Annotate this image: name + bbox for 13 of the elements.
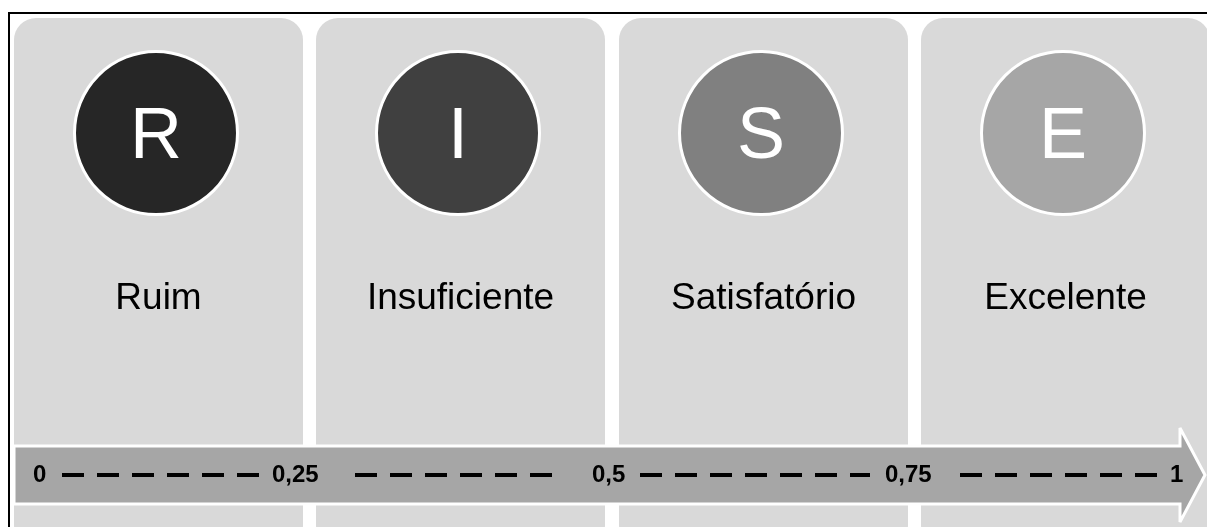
letter-circle: S [678,50,844,216]
scale-value: 0,5 [592,459,626,489]
scale-value: 0 [33,459,47,489]
category-label: Ruim [114,276,203,318]
category-label: Satisfatório [669,276,858,318]
letter-circle: I [375,50,541,216]
letter-circle: E [980,50,1146,216]
category-label: Insuficiente [365,276,556,318]
scale-value: 0,25 [272,459,319,489]
scale-value: 0,75 [885,459,932,489]
category-label: Excelente [983,276,1148,318]
scale-value: 1 [1170,459,1184,489]
letter-circle: R [73,50,239,216]
